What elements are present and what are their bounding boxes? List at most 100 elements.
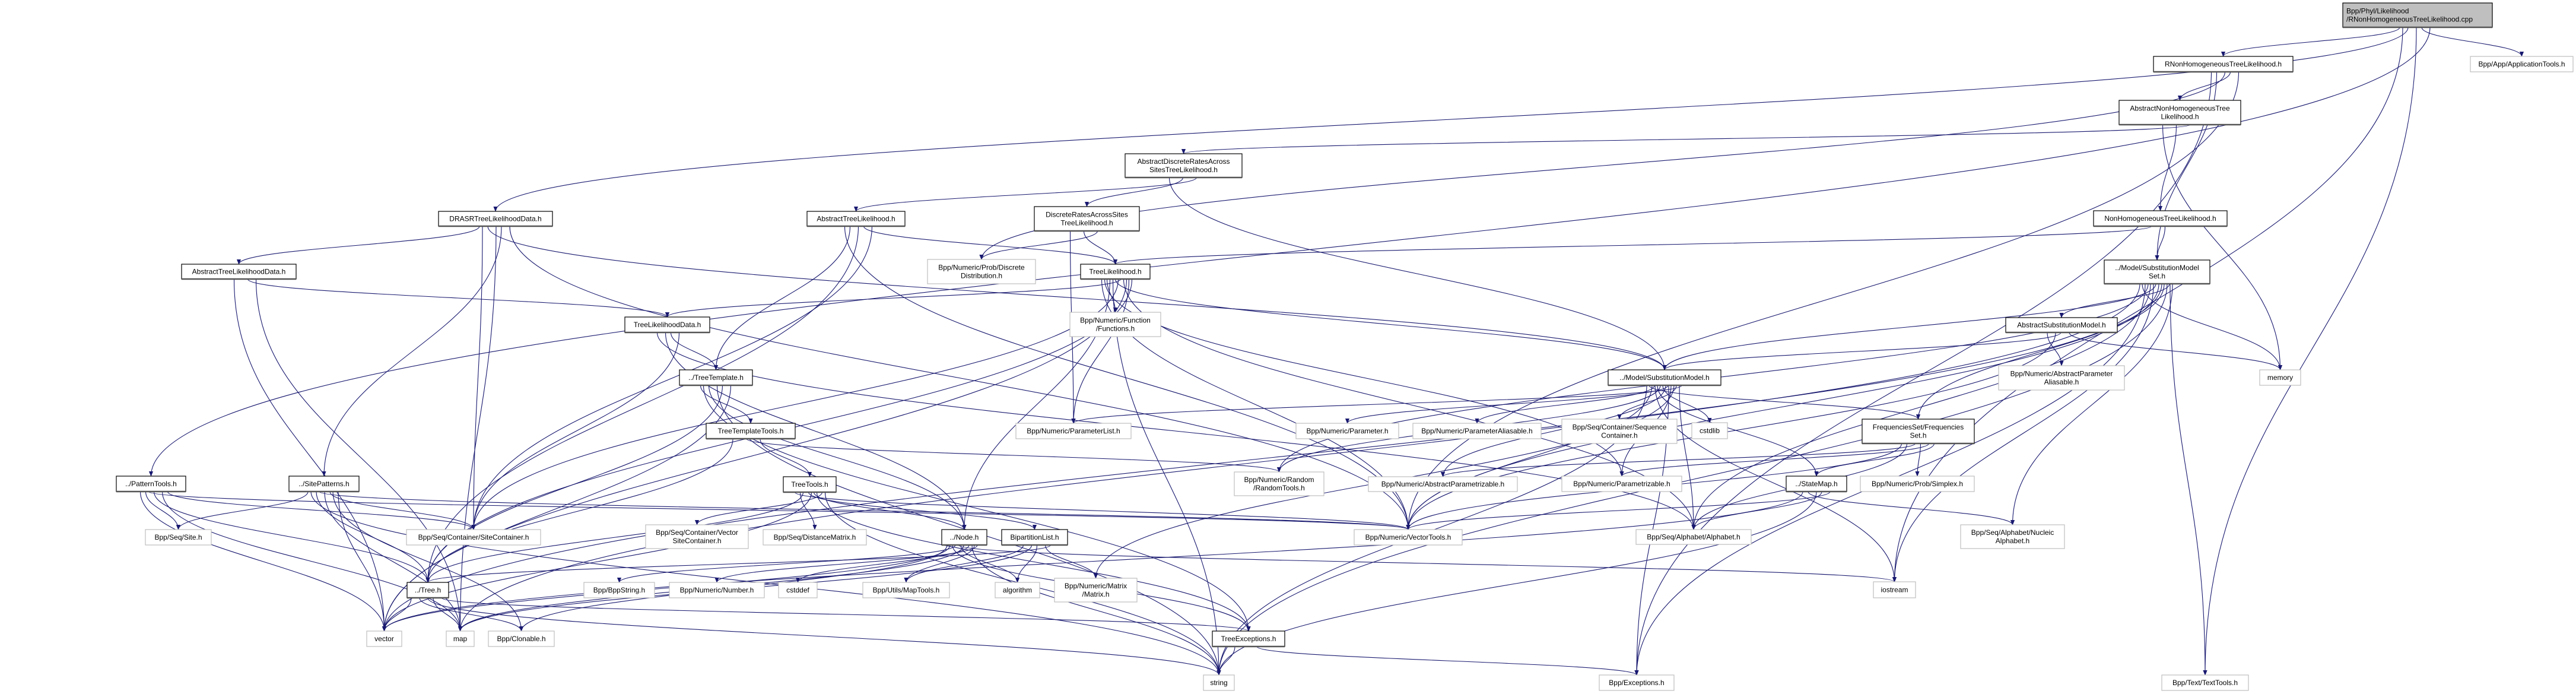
edge-patterntools-to-site	[145, 491, 181, 530]
file-node-patterntools-h[interactable]: ../PatternTools.h	[116, 476, 186, 493]
edge-sms-to-string	[1216, 283, 2168, 676]
edge-tld-to-treetemplate	[670, 332, 719, 370]
file-node-abstractdiscreteratesacrosssitestreelikelihood-h[interactable]: AbstractDiscreteRatesAcrossSitesTreeLike…	[1125, 153, 1243, 179]
node-box	[706, 423, 796, 439]
edge-sm-to-absparam	[1440, 385, 1666, 477]
edge-treeexc-to-exceptions	[1256, 646, 1639, 676]
edge-node-to-cstddef	[795, 544, 970, 583]
edge-drasr-to-sitepatterns	[322, 226, 502, 477]
file-node-memory: memory	[2259, 369, 2301, 386]
node-label-line: SitesTreeLikelihood.h	[1149, 166, 1218, 174]
edge-treetools-to-vectortools	[794, 492, 1411, 530]
node-label-line: Bpp/Seq/Container/Vector	[656, 528, 738, 537]
edge-patterntools-to-sitecont	[167, 491, 476, 530]
edge-sm-to-paramlist	[1071, 385, 1682, 424]
edge-bip-to-algorithm	[1015, 544, 1038, 583]
node-label-line: Bpp/Clonable.h	[497, 635, 545, 643]
edge-node-to-string	[971, 544, 1221, 676]
node-box	[995, 582, 1040, 598]
node-label-line: iostream	[1881, 586, 1908, 594]
node-box	[1034, 206, 1140, 232]
edge-atld-to-tld	[247, 278, 669, 318]
file-node-drasrtreelikelihooddata-h[interactable]: DRASRTreeLikelihoodData.h	[438, 211, 553, 227]
edge-anh-to-adras	[1181, 124, 2191, 154]
node-label-line: /RNonHomogeneousTreeLikelihood.cpp	[2346, 15, 2473, 24]
edge-statemap-to-alphabet	[1691, 491, 1822, 530]
edge-freq-to-absparam	[1441, 443, 1916, 477]
node-label-line: TreeTools.h	[791, 480, 828, 489]
file-node-bpp-app-applicationtools-h: Bpp/App/ApplicationTools.h	[2470, 56, 2574, 72]
edge-sm-to-parameter	[1345, 385, 1669, 424]
file-node-treelikelihood-h[interactable]: TreeLikelihood.h	[1080, 264, 1151, 280]
file-node-abstractsubstitutionmodel-h[interactable]: AbstractSubstitutionModel.h	[2005, 317, 2118, 334]
file-node-bipartitionlist-h[interactable]: BipartitionList.h	[1001, 529, 1068, 546]
node-label-line: RNonHomogeneousTreeLikelihood.h	[2165, 60, 2282, 68]
node-label-line: Bpp/Seq/Container/Sequence	[1573, 423, 1667, 432]
node-label-line: Bpp/Numeric/Parameter.h	[1306, 427, 1388, 435]
file-node-node-h[interactable]: ../Node.h	[941, 529, 987, 546]
edge-sitepatterns-to-string	[310, 491, 1221, 676]
edge-adras-to-sm	[1168, 177, 1667, 370]
edge-root-to-patterntools	[148, 27, 2431, 477]
file-node-treelikelihooddata-h[interactable]: TreeLikelihoodData.h	[624, 316, 710, 334]
edge-sms-to-freq	[1916, 283, 2165, 420]
file-node-treetools-h[interactable]: TreeTools.h	[783, 476, 837, 493]
edge-treetemplate-to-ttt	[700, 385, 753, 424]
node-box	[1212, 630, 1285, 647]
node-box	[2005, 317, 2118, 333]
edge-adras-to-atl	[854, 177, 1198, 212]
edge-sitepatterns-to-site	[176, 491, 309, 530]
edge-sitepatterns-to-clonable	[332, 491, 524, 632]
edge-tl-to-vector	[382, 278, 1127, 632]
file-node-bpp-numeric-parameteraliasable-h: Bpp/Numeric/ParameterAliasable.h	[1412, 423, 1542, 439]
edge-tl-to-tld	[665, 278, 1122, 318]
node-label-line: AbstractNonHomogeneousTree	[2130, 104, 2230, 113]
node-box	[406, 529, 541, 546]
file-node-bpp-numeric-vectortools-h: Bpp/Numeric/VectorTools.h	[1354, 529, 1463, 546]
node-box	[1873, 581, 1916, 598]
node-box	[1354, 529, 1463, 546]
file-node-treetemplatetools-h[interactable]: TreeTemplateTools.h	[706, 423, 796, 440]
node-label-line: BipartitionList.h	[1010, 533, 1059, 541]
file-node-abstracttreelikelihood-h[interactable]: AbstractTreeLikelihood.h	[806, 211, 906, 227]
edge-sms-to-asm	[2059, 283, 2170, 318]
node-box	[1203, 674, 1235, 691]
node-label-line: Bpp/Text/TextTools.h	[2172, 679, 2238, 687]
node-layer: Bpp/Phyl/Likelihood/RNonHomogeneousTreeL…	[116, 2, 2574, 691]
node-box	[1001, 529, 1068, 546]
edge-tl-to-alphabet	[1123, 278, 1696, 530]
node-box	[1080, 264, 1151, 280]
node-box	[2104, 259, 2210, 284]
edge-treetemplate-to-tree	[425, 385, 723, 583]
node-box	[862, 582, 950, 598]
edge-sitepatterns-to-map	[324, 491, 463, 632]
file-node-abstracttreelikelihooddata-h[interactable]: AbstractTreeLikelihoodData.h	[181, 264, 297, 280]
file-node-statemap-h[interactable]: ../StateMap.h	[1786, 476, 1847, 493]
edge-tld-to-sitecont	[471, 332, 680, 530]
edge-statemap-to-vectortools	[1406, 491, 1831, 530]
edge-asm-to-sm	[1662, 332, 2062, 370]
node-box	[406, 582, 449, 598]
file-node-frequenciesset-frequenciesset-h[interactable]: FrequenciesSet/FrequenciesSet.h	[1862, 419, 1975, 445]
file-node-model-substitutionmodel-h[interactable]: ../Model/SubstitutionModel.h	[1608, 369, 1721, 386]
file-node-sitepatterns-h[interactable]: ../SitePatterns.h	[288, 476, 360, 493]
node-label-line: Bpp/Numeric/VectorTools.h	[1365, 533, 1451, 541]
file-node-treeexceptions-h[interactable]: TreeExceptions.h	[1212, 630, 1285, 648]
file-node-nonhomogeneoustreelikelihood-h[interactable]: NonHomogeneousTreeLikelihood.h	[2093, 210, 2228, 227]
file-node-bpp-numeric-prob-simplex-h: Bpp/Numeric/Prob/Simplex.h	[1860, 476, 1975, 492]
edge-root-to-app	[2421, 27, 2524, 57]
file-node-tree-h[interactable]: ../Tree.h	[406, 582, 449, 599]
edge-sms-to-alphabet	[1691, 283, 2151, 530]
node-label-line: /Matrix.h	[1082, 590, 1109, 598]
node-label-line: Bpp/Seq/DistanceMatrix.h	[774, 533, 856, 541]
edge-nhtl-to-sms	[2155, 226, 2166, 261]
node-box	[1368, 476, 1518, 492]
file-node-rnonhomogeneoustreelikelihood-h[interactable]: RNonHomogeneousTreeLikelihood.h	[2153, 56, 2294, 73]
edge-drasr-to-atld	[237, 226, 480, 265]
file-node-treetemplate-h[interactable]: ../TreeTemplate.h	[679, 369, 753, 386]
